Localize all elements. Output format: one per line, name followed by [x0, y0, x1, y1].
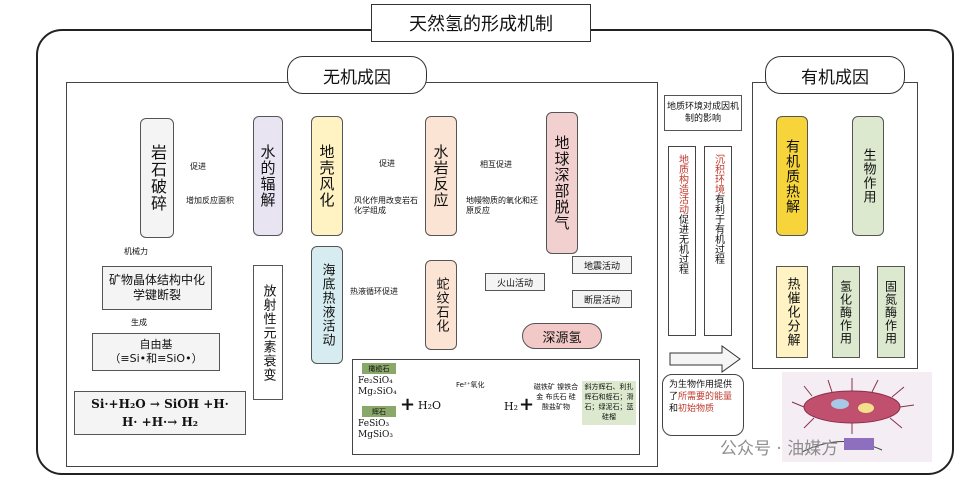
olivine-label: 橄榄石 — [362, 363, 396, 374]
equation-2: H· +H·→ H₂ — [121, 415, 199, 429]
serpentine-box: 蛇纹石化 — [425, 260, 457, 350]
degassing-box: 地球深部脱气 — [546, 112, 578, 254]
olivine-formula-2: Mg₂SiO₄ — [358, 387, 397, 397]
water-radiolysis-box: 水的辐解 — [253, 116, 283, 236]
arrow-bio — [669, 345, 741, 373]
env-title-box: 地质环境对成因机制的影响 — [664, 95, 742, 131]
mineral-break-box: 矿物晶体结构中化学键断裂 — [102, 266, 212, 310]
mechanical-label: 机械力 — [124, 247, 148, 256]
promote2-sub: 风化作用改变岩石化学组成 — [354, 196, 418, 215]
equation-box: Si·+H₂O → SiOH +H· H· +H·→ H₂ — [74, 391, 246, 435]
seafloor-box: 海底热液活动 — [311, 246, 343, 364]
sediment-black: 有利于有机过程 — [712, 194, 724, 264]
sediment-red: 沉积环境 — [712, 154, 724, 194]
crust-weathering-box: 地壳风化 — [311, 116, 343, 236]
water-rock-box: 水岩反应 — [425, 116, 457, 236]
products-left: 磁铁矿 镍铁合金 布氏石 硅酸盐矿物 — [533, 383, 579, 411]
organic-header: 有机成因 — [765, 56, 905, 94]
bio-box: 为生物作用提供了所需要的能量和初始物质 — [662, 374, 744, 436]
hydrothermal-label: 热液循环促进 — [350, 287, 398, 296]
pyroxene-label: 辉石 — [362, 406, 396, 417]
nitrogenase-box: 固氮酶作用 — [877, 266, 905, 358]
sediment-box — [704, 146, 732, 336]
bio-text-3: 和 — [669, 404, 679, 414]
catalytic-box: 热催化分解 — [776, 266, 808, 358]
pyroxene-formula-2: MgSiO₃ — [358, 430, 394, 440]
free-radical-formula: （≡Si•和≡SiO•） — [109, 352, 203, 365]
page-title: 天然氢的形成机制 — [371, 4, 591, 42]
olivine-formulas: Fe₂SiO₄ Mg₂SiO₄ — [358, 376, 397, 398]
tectonic-text: 地质构造活动促进无机过程 — [668, 154, 696, 332]
volcano-box: 火山活动 — [485, 273, 545, 291]
tectonic-red: 地质构造活动 — [676, 154, 688, 214]
generate-label: 生成 — [131, 318, 147, 327]
watermark: 公众号 · 油媒方 — [720, 439, 839, 459]
promote1-sub: 增加反应面积 — [186, 196, 234, 205]
free-radical-title: 自由基 — [139, 338, 173, 351]
rock-break-box: 岩石破碎 — [140, 118, 174, 238]
bio-text-4: 初始物质 — [678, 404, 715, 414]
equation-1: Si·+H₂O → SiOH +H· — [91, 397, 229, 411]
plus-1: + — [400, 394, 416, 415]
hydrogenase-box: 氢化酶作用 — [832, 266, 860, 358]
promote1-label: 促进 — [190, 162, 206, 171]
pyroxene-formulas: FeSiO₃ MgSiO₃ — [358, 419, 393, 441]
bio-action-box: 生物作用 — [852, 116, 884, 236]
sediment-text: 沉积环境有利于有机过程 — [704, 154, 732, 332]
products-right: 斜方辉石、利扎辉石和蛭石；滑石；绿泥石；蓝硅榴 — [582, 381, 636, 425]
bio-text-2: 所需要的能量 — [678, 392, 733, 402]
oxidize-label: Fe²⁺氧化 — [456, 381, 485, 389]
mutual-sub: 地幔物质的氧化和还原反应 — [466, 196, 538, 215]
plus-2: + — [519, 394, 535, 415]
h2-text: H₂ — [504, 400, 519, 413]
inorganic-header: 无机成因 — [287, 56, 427, 94]
promote2-label: 促进 — [379, 159, 395, 168]
tectonic-box — [668, 146, 696, 336]
h2o-text: H₂O — [418, 399, 442, 412]
bio-text-1: 为生物作用提供了 — [669, 380, 733, 402]
earthquake-box: 地震活动 — [572, 256, 632, 274]
deep-h2-box: 深源氢 — [522, 323, 602, 349]
radioactive-box: 放射性元素衰变 — [253, 265, 283, 400]
olivine-formula-1: Fe₂SiO₄ — [358, 376, 393, 386]
pyroxene-formula-1: FeSiO₃ — [358, 419, 390, 429]
bacteria-illustration — [782, 372, 932, 462]
thermal-box: 有机质热解 — [776, 116, 808, 236]
mutual-label: 相互促进 — [480, 160, 512, 169]
free-radical-box: 自由基 （≡Si•和≡SiO•） — [92, 333, 220, 371]
tectonic-black: 促进无机过程 — [676, 214, 688, 274]
fault-box: 断层活动 — [572, 290, 632, 308]
